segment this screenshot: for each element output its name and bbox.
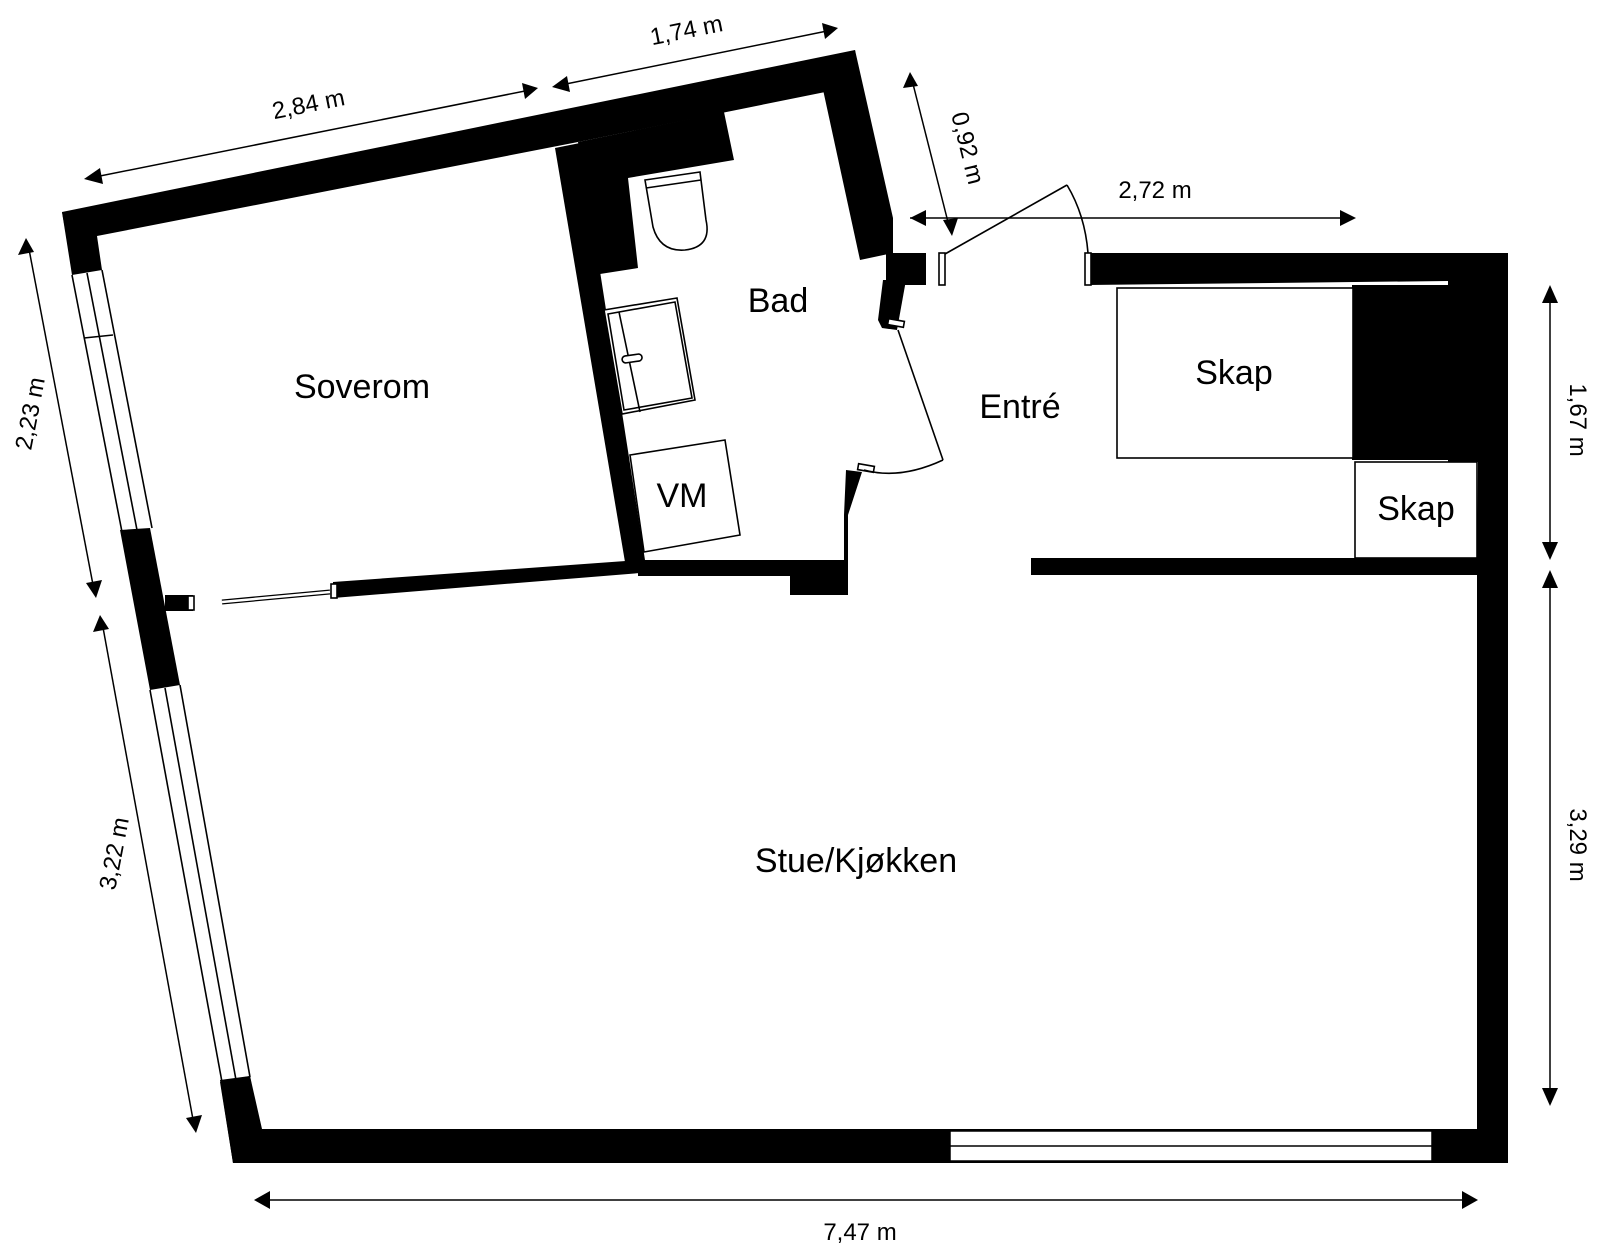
wall-bath-top-block (578, 112, 734, 274)
svg-text:3,22 m: 3,22 m (94, 815, 135, 892)
wall-bedroom-living (333, 560, 640, 598)
vm-label: VM (657, 477, 708, 515)
washing-machine: VM (629, 439, 741, 553)
window-left-upper (71, 269, 153, 533)
dimension-left-lower: 3,22 m (93, 615, 202, 1133)
svg-text:3,29 m: 3,29 m (1564, 808, 1591, 881)
wall-bath-bottom (638, 560, 848, 576)
dimension-bath-right: 0,92 m (903, 72, 989, 236)
closet-large: Skap (1116, 287, 1354, 459)
svg-text:2,72 m: 2,72 m (1118, 177, 1191, 204)
dimension-left-upper: 2,23 m (10, 238, 102, 598)
svg-text:2,23 m: 2,23 m (10, 375, 51, 452)
svg-text:7,47 m: 7,47 m (823, 1219, 896, 1246)
wall-door-stub (165, 595, 193, 611)
toilet (644, 171, 708, 251)
window-bottom (949, 1130, 1433, 1162)
dimension-right-upper: 1,67 m (1542, 285, 1591, 560)
bath-door[interactable] (856, 317, 944, 475)
sink (603, 297, 696, 415)
window-left-lower (149, 684, 251, 1083)
room-label-stue-kjokken: Stue/Kjøkken (755, 842, 957, 880)
wall-left-mid (120, 528, 180, 690)
wall-top (62, 50, 860, 268)
wall-entry-stub-left (886, 253, 926, 285)
wall-bath-entry-upper (878, 280, 906, 330)
svg-text:2,84 m: 2,84 m (270, 84, 347, 125)
room-label-bad: Bad (748, 282, 809, 320)
wall-bath-right (822, 50, 893, 260)
skap-label-2: Skap (1377, 490, 1455, 528)
dimension-right-lower: 3,29 m (1542, 570, 1591, 1106)
wall-bedroom-bath (555, 143, 645, 562)
wall-entry-kitchen-divider (1031, 558, 1478, 575)
room-label-entre: Entré (979, 388, 1060, 426)
entry-door[interactable] (938, 184, 1092, 286)
skap-label-1: Skap (1195, 354, 1273, 392)
svg-text:1,67 m: 1,67 m (1564, 383, 1591, 456)
svg-text:1,74 m: 1,74 m (648, 10, 725, 51)
wall-left-bottom (220, 1076, 262, 1163)
wall-left-top (62, 212, 102, 275)
svg-text:0,92 m: 0,92 m (945, 109, 989, 187)
closet-small: Skap (1354, 461, 1478, 559)
dimension-bottom: 7,47 m (254, 1191, 1478, 1246)
dimension-entry-top: 2,72 m (910, 177, 1356, 226)
room-label-soverom: Soverom (294, 368, 430, 406)
wall-corner-block (1352, 285, 1480, 460)
wall-bath-entry-lower (790, 470, 862, 595)
bedroom-sliding-door[interactable] (221, 583, 338, 605)
